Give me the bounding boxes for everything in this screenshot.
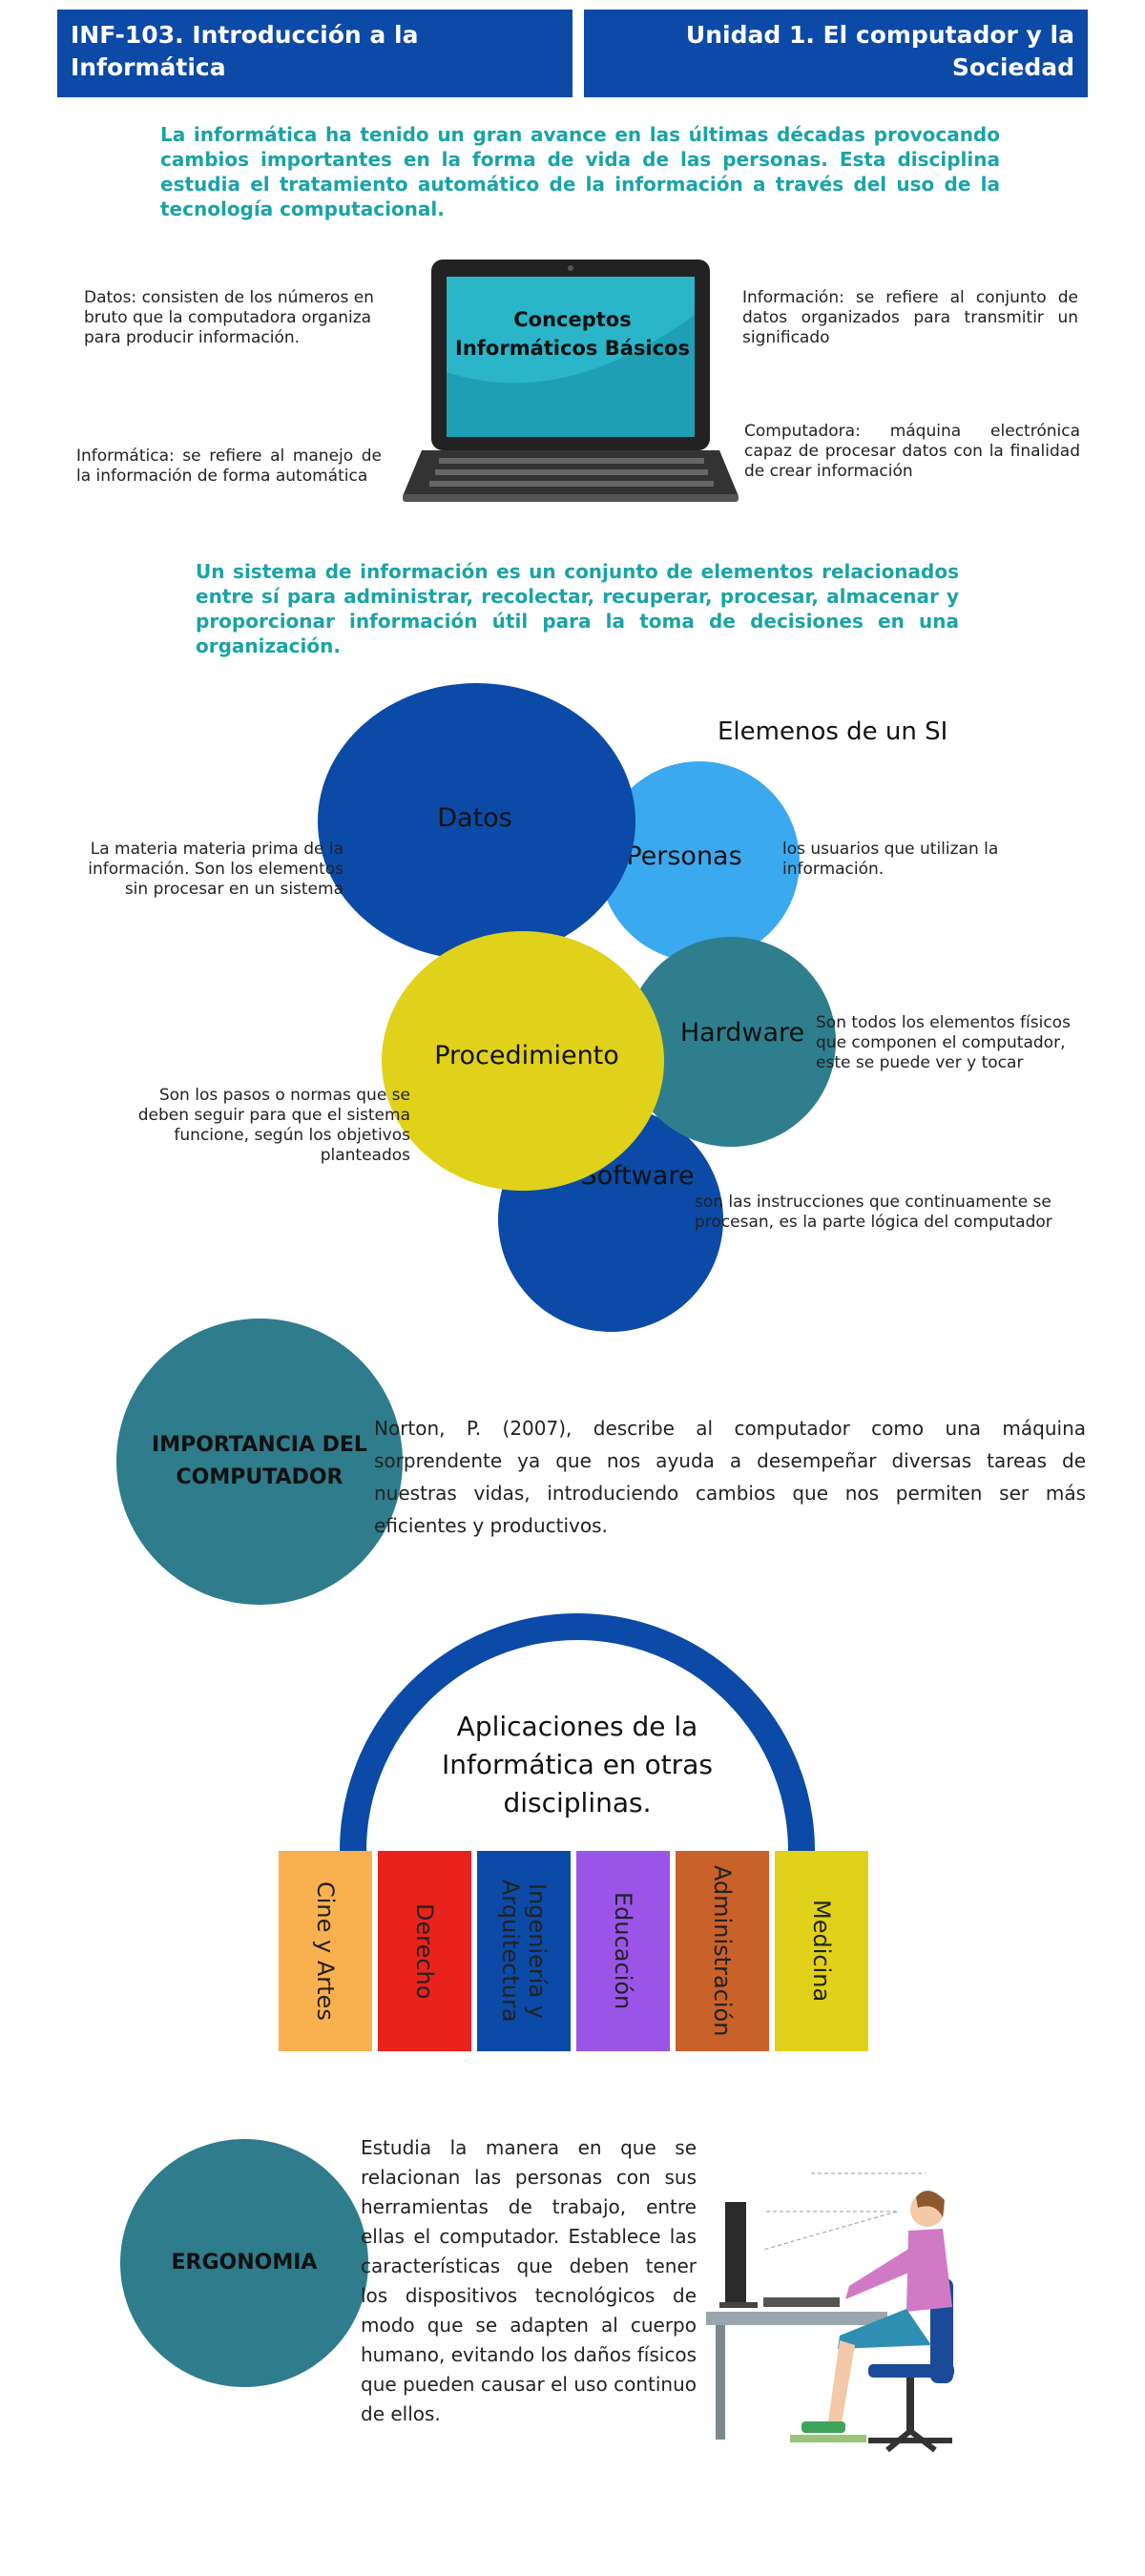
si-label-datos: Datos [437, 802, 512, 833]
tab-medicina: Medicina [775, 1851, 868, 2051]
concept-computadora: Computadora: máquina electrónica capaz d… [744, 422, 1080, 481]
laptop-illustration [401, 258, 739, 504]
importancia-text: Norton, P. (2007), describe al computado… [374, 1417, 1086, 1537]
tab-educacion: Educación [576, 1851, 670, 2051]
ergonomics-illustration [706, 2145, 1021, 2469]
si-circle-personas: Personas [599, 761, 800, 962]
tab-administracion: Administración [676, 1851, 769, 2051]
si-label-procedimiento: Procedimiento [434, 1040, 619, 1070]
tab-label: Educación [610, 1892, 636, 2010]
concept-informacion: Información: se refiere al conjunto de d… [742, 288, 1078, 347]
importancia-title: IMPORTANCIA DEL COMPUTADOR [152, 1433, 367, 1489]
aplicaciones-arch [324, 1603, 830, 1880]
tab-label: Cine y Artes [312, 1881, 339, 2021]
si-label-hardware: Hardware [679, 1017, 805, 1048]
si-desc-software: son las instrucciones que continuamente … [695, 1193, 1052, 1232]
aplicaciones-title: Aplicaciones de la Informática en otras … [442, 1711, 713, 1818]
si-desc-procedimiento: Son los pasos o normas que se deben segu… [137, 1086, 410, 1165]
si-circle-hardware: Hardware [626, 937, 836, 1147]
si-circle-datos: Datos [318, 683, 635, 960]
si-desc-personas: los usuarios que utilizan la información… [782, 840, 999, 879]
concept-informatica: Informática: se refiere al manejo de la … [76, 447, 382, 486]
header-unit-title: Unidad 1. El computador y la Sociedad [584, 10, 1088, 97]
importancia-circle: IMPORTANCIA DEL COMPUTADOR [116, 1319, 403, 1605]
tab-label: Derecho [411, 1902, 438, 2000]
concept-datos: Datos: consisten de los números en bruto… [84, 288, 374, 347]
system-definition: Un sistema de información es un conjunto… [196, 560, 959, 657]
laptop-screen-title: Conceptos Informáticos Básicos [455, 308, 690, 360]
si-circle-procedimiento: Procedimiento [382, 931, 664, 1191]
tab-ingenieria: Ingeniería y Arquitectura [477, 1851, 571, 2051]
tab-cine-artes: Cine y Artes [279, 1851, 372, 2051]
si-diagram-title: Elemenos de un SI [718, 717, 948, 746]
intro-paragraph: La informática ha tenido un gran avance … [160, 123, 1000, 220]
tab-label: Administración [709, 1865, 736, 2037]
tab-label: Medicina [808, 1900, 835, 2003]
si-label-personas: Personas [626, 841, 742, 871]
si-desc-hardware: Son todos los elementos físicos que comp… [816, 1013, 1071, 1072]
ergonomia-circle: ERGONOMIA [120, 2139, 368, 2387]
ergonomia-text: Estudia la manera en que se relacionan l… [361, 2136, 697, 2425]
tab-derecho: Derecho [378, 1851, 471, 2051]
ergonomia-title: ERGONOMIA [171, 2251, 318, 2275]
si-desc-datos: La materia materia prima de la informaci… [88, 840, 344, 899]
header-course-title: INF-103. Introducción a la Informática [57, 10, 572, 97]
tab-label: Ingeniería y Arquitectura [497, 1880, 551, 2023]
